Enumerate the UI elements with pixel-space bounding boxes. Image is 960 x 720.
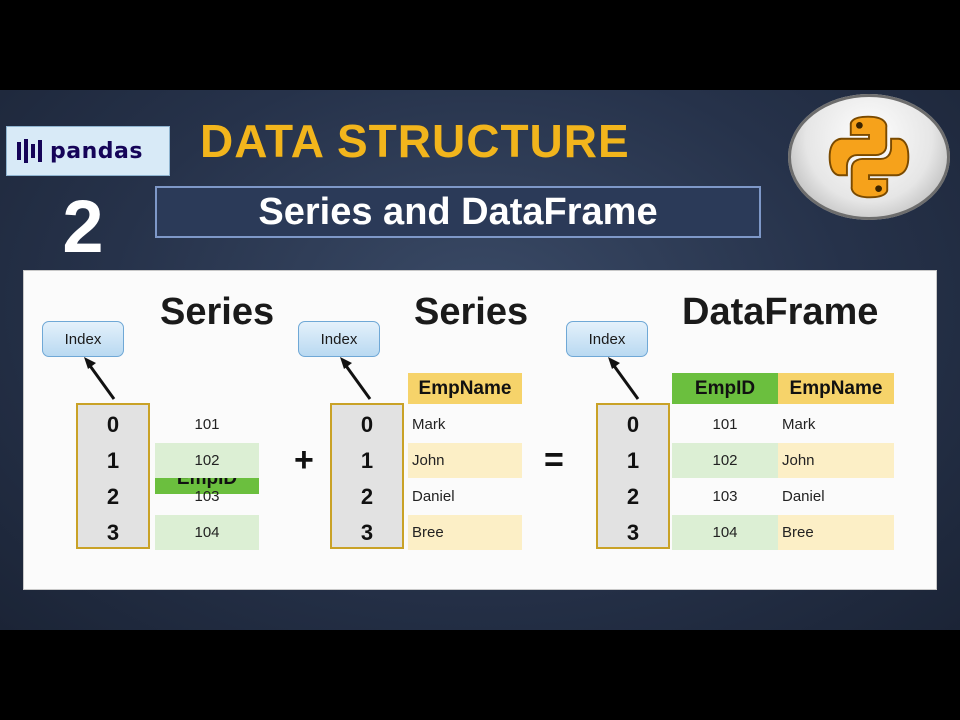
- series2-column-header: EmpName: [408, 373, 522, 404]
- dataframe-index-arrow: [608, 357, 640, 400]
- pandas-bars-icon: [17, 139, 42, 163]
- series2-cell: John: [408, 443, 522, 478]
- series1-heading: Series: [160, 291, 275, 333]
- index-value: 1: [360, 448, 374, 473]
- index-value: 3: [360, 520, 374, 545]
- series2-index-arrow: [340, 357, 372, 400]
- pandas-logo: pandas: [6, 126, 170, 176]
- plus-sign: +: [294, 441, 314, 479]
- series2-index-column: 0 1 2 3: [330, 403, 404, 549]
- dataframe-cell: 101: [712, 416, 738, 433]
- series1-index-column: 0 1 2 3: [76, 403, 150, 549]
- index-value: 0: [106, 412, 120, 437]
- series2-cell: Mark: [412, 416, 446, 433]
- dataframe-empname-header: EmpName: [778, 373, 894, 404]
- series1-cell: 102: [155, 443, 259, 478]
- index-value: 0: [626, 412, 640, 437]
- python-logo-icon: [828, 115, 910, 199]
- series1-cell: 104: [155, 515, 259, 550]
- dataframe-cell: 104: [672, 515, 778, 550]
- series1-index-pill: Index: [42, 321, 124, 357]
- chapter-number: 2: [62, 185, 104, 268]
- main-title: DATA STRUCTURE: [200, 115, 630, 167]
- dataframe-cell: 103: [712, 488, 738, 505]
- series2-cell: Daniel: [412, 488, 455, 505]
- dataframe-cell: Mark: [782, 416, 816, 433]
- series2-index-pill: Index: [298, 321, 380, 357]
- subtitle-box: Series and DataFrame: [155, 186, 761, 238]
- index-value: 3: [626, 520, 640, 545]
- python-badge: [788, 94, 950, 220]
- subtitle: Series and DataFrame: [258, 190, 658, 233]
- index-value: 2: [360, 484, 374, 509]
- series2-heading: Series: [414, 291, 529, 333]
- index-value: 2: [626, 484, 640, 509]
- dataframe-heading: DataFrame: [682, 291, 879, 333]
- dataframe-index-column: 0 1 2 3: [596, 403, 670, 549]
- index-value: 3: [106, 520, 120, 545]
- index-value: 0: [360, 412, 374, 437]
- series1-cell: 101: [194, 416, 220, 433]
- series1-index-arrow: [84, 357, 116, 400]
- dataframe-empid-header: EmpID: [672, 373, 778, 404]
- diagram-panel: Series Index 0 1 2 3 EmpID 101 102 103 1…: [23, 270, 937, 590]
- thumbnail-stage: pandas 2 DATA STRUCTURE Series and DataF…: [0, 90, 960, 630]
- dataframe-cell: Bree: [778, 515, 894, 550]
- index-value: 1: [106, 448, 120, 473]
- dataframe-index-pill: Index: [566, 321, 648, 357]
- series1-cell: 103: [194, 488, 220, 505]
- dataframe-cell: Daniel: [782, 488, 825, 505]
- index-value: 1: [626, 448, 640, 473]
- dataframe-cell: John: [778, 443, 894, 478]
- equals-sign: =: [544, 441, 564, 479]
- series2-cell: Bree: [408, 515, 522, 550]
- pandas-logo-text: pandas: [50, 138, 143, 164]
- dataframe-cell: 102: [672, 443, 778, 478]
- index-value: 2: [106, 484, 120, 509]
